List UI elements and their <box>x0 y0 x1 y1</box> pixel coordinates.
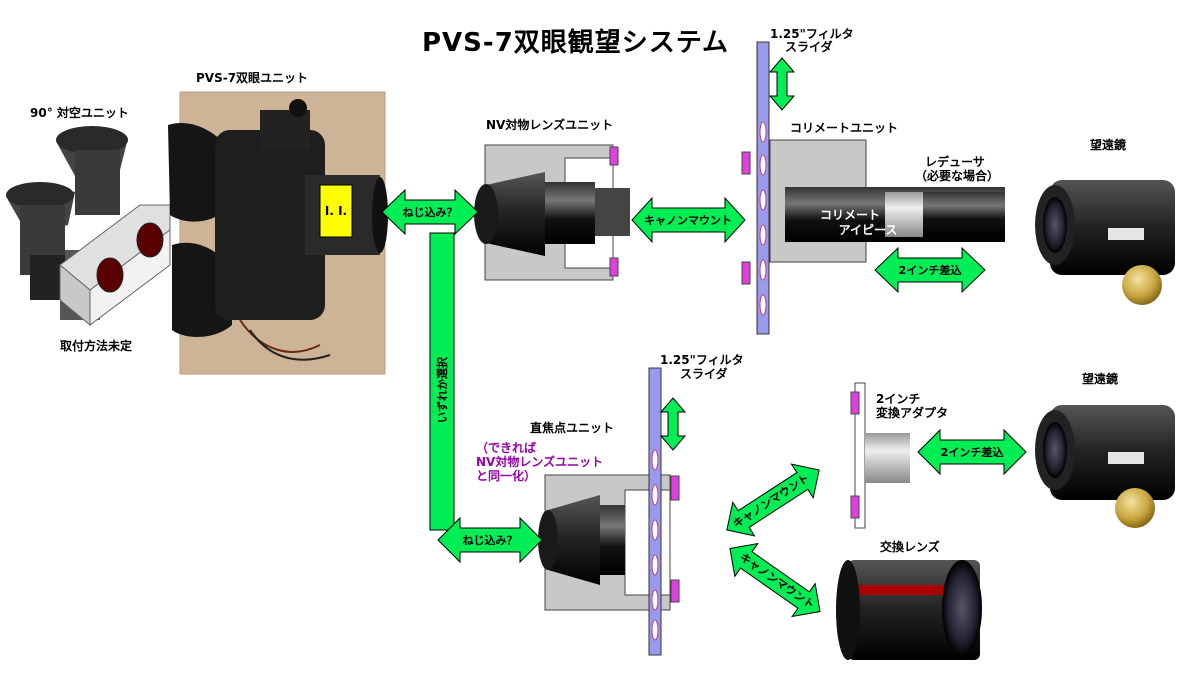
arrow-text-canon-mount-top: キャノンマウント <box>644 214 732 227</box>
interchangeable-lens <box>836 560 982 660</box>
arrow-text-canon-mount-down: キャノンマウント <box>737 551 817 612</box>
filter-slider-bottom-label-2: スライダ <box>680 367 728 381</box>
nv-lens-unit-label: NV対物レンズユニット <box>486 118 614 132</box>
adapter-label-2: 変換アダプタ <box>876 406 949 420</box>
telescope-top <box>1035 180 1175 305</box>
filter-slider-bottom <box>648 367 687 656</box>
filter-slider-top <box>741 41 796 335</box>
collimate-eyepiece-text-1: コリメート <box>820 208 880 222</box>
arrow-two-inch-bottom <box>917 428 1027 476</box>
pvs7-photo <box>168 91 388 375</box>
two-inch-adapter <box>850 382 910 529</box>
nv-lens-unit <box>474 144 630 281</box>
telescope-bottom <box>1035 405 1175 528</box>
telescope-bottom-label: 望遠鏡 <box>1082 372 1119 386</box>
arrow-text-two-inch-top: 2インチ差込 <box>899 263 962 277</box>
arrow-two-inch-top <box>874 246 986 294</box>
sky-unit-illustration <box>6 126 171 327</box>
arrow-text-screw-in-bottom: ねじ込み？ <box>463 533 518 547</box>
arrow-text-two-inch-bottom: 2インチ差込 <box>941 445 1004 459</box>
filter-slider-bottom-label-1: 1.25"フィルタ <box>660 353 744 367</box>
diagram-title: PVS-7双眼観望システム <box>422 28 730 58</box>
collimate-unit-label: コリメートユニット <box>790 121 899 135</box>
arrow-screw-in-bottom <box>437 516 543 564</box>
sky-unit-label: 90° 対空ユニット <box>30 106 129 120</box>
binocular-unit-label: PVS-7双眼ユニット <box>196 71 309 85</box>
prime-note-2: NV対物レンズユニット <box>476 455 604 469</box>
arrow-text-screw-in-top: ねじ込み？ <box>403 205 458 219</box>
collimate-eyepiece-text-2: アイピース <box>839 223 898 237</box>
either-choice-bar <box>429 232 455 531</box>
filter-slider-top-label-2: スライダ <box>785 40 833 54</box>
collimate-unit <box>769 139 1005 263</box>
arrow-text-either-choice: いずれか選択 <box>435 356 449 423</box>
filter-slider-top-label-1: 1.25"フィルタ <box>770 27 854 41</box>
arrow-canon-mount-up <box>726 463 820 537</box>
ii-label: I. I. <box>325 204 347 218</box>
prime-focus-unit-label: 直焦点ユニット <box>530 421 615 435</box>
interchangeable-lens-label: 交換レンズ <box>880 540 940 554</box>
mount-undecided-label: 取付方法未定 <box>60 339 133 353</box>
arrow-text-canon-mount-up: キャノンマウント <box>731 472 812 531</box>
arrow-screw-in-top <box>381 188 479 236</box>
arrow-canon-mount-down <box>729 542 821 618</box>
reducer-label-2: （必要な場合） <box>915 169 1000 183</box>
prime-note-3: と同一化） <box>476 469 537 483</box>
adapter-label-1: 2インチ <box>876 392 921 406</box>
telescope-top-label: 望遠鏡 <box>1090 138 1127 152</box>
reducer-label-1: レデューサ <box>925 155 985 169</box>
arrow-canon-mount-top <box>631 196 746 244</box>
prime-note-1: （できれば <box>476 441 537 455</box>
